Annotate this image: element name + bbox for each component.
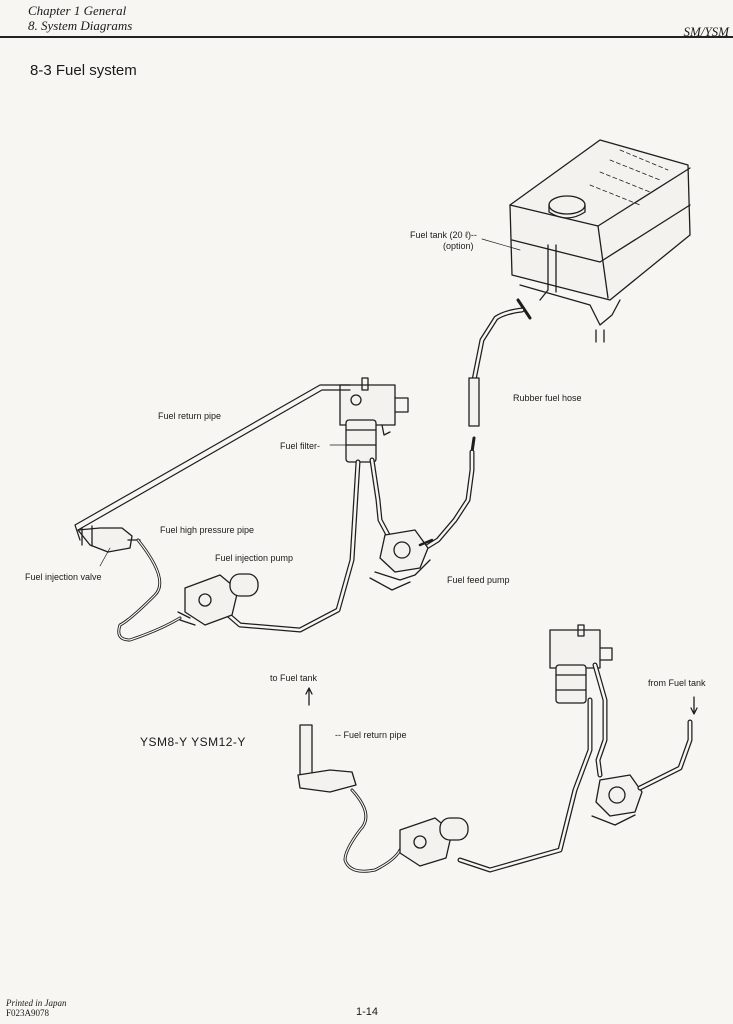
leader-injection-valve (99, 547, 111, 567)
fuel-injection-valve (77, 525, 141, 553)
arrow-up-icon (305, 687, 313, 706)
page-number: 1-14 (356, 1006, 379, 1018)
fuel-injection-valve-lower (297, 724, 357, 793)
label-fuel-return-pipe-lower: -- Fuel return pipe (335, 730, 407, 740)
label-to-fuel-tank: to Fuel tank (270, 673, 318, 683)
chapter-title: Chapter 1 General (28, 3, 127, 18)
label-fuel-filter: Fuel filter- (280, 441, 321, 451)
arrow-down-icon (690, 696, 698, 715)
fuel-filter (339, 377, 409, 463)
label-fuel-tank: Fuel tank (20 ℓ)-- (410, 230, 477, 240)
label-from-fuel-tank: from Fuel tank (648, 678, 706, 688)
leader-fuel-tank (481, 238, 521, 251)
lower-feed-hose (637, 719, 693, 791)
section-subtitle: 8. System Diagrams (28, 18, 133, 33)
fuel-injection-pump-lower (399, 817, 469, 867)
label-rubber-fuel-hose: Rubber fuel hose (513, 393, 582, 403)
page-header: Chapter 1 General 8. System Diagrams (28, 3, 132, 33)
label-fuel-return-pipe: Fuel return pipe (158, 411, 222, 421)
header-rule (0, 36, 733, 38)
label-fuel-injection-valve: Fuel injection valve (25, 572, 102, 582)
fuel-tank (509, 139, 691, 343)
model-heading: SM/YSM (683, 24, 730, 39)
model-designation: YSM8-Y YSM12-Y (140, 735, 246, 749)
document-code: F023A9078 (6, 1008, 50, 1018)
label-fuel-tank-option: (option) (443, 241, 474, 251)
label-fuel-high-pressure-pipe: Fuel high pressure pipe (160, 525, 255, 535)
fuel-return-pipe (74, 384, 351, 541)
lower-filter-to-pump-pipe (457, 697, 593, 873)
fuel-filter-lower (549, 624, 613, 704)
fuel-feed-pump (369, 529, 434, 591)
fuel-feed-pump-lower (591, 774, 643, 826)
fuel-injection-pump (177, 573, 259, 626)
rubber-fuel-hose (422, 298, 532, 551)
printed-in-japan: Printed in Japan (6, 998, 67, 1008)
filter-to-pump-pipe (222, 459, 361, 633)
label-fuel-feed-pump: Fuel feed pump (447, 575, 510, 585)
section-title: 8-3 Fuel system (30, 62, 137, 79)
footer-print-info: Printed in Japan F023A9078 (6, 998, 67, 1018)
label-fuel-injection-pump: Fuel injection pump (215, 553, 294, 563)
